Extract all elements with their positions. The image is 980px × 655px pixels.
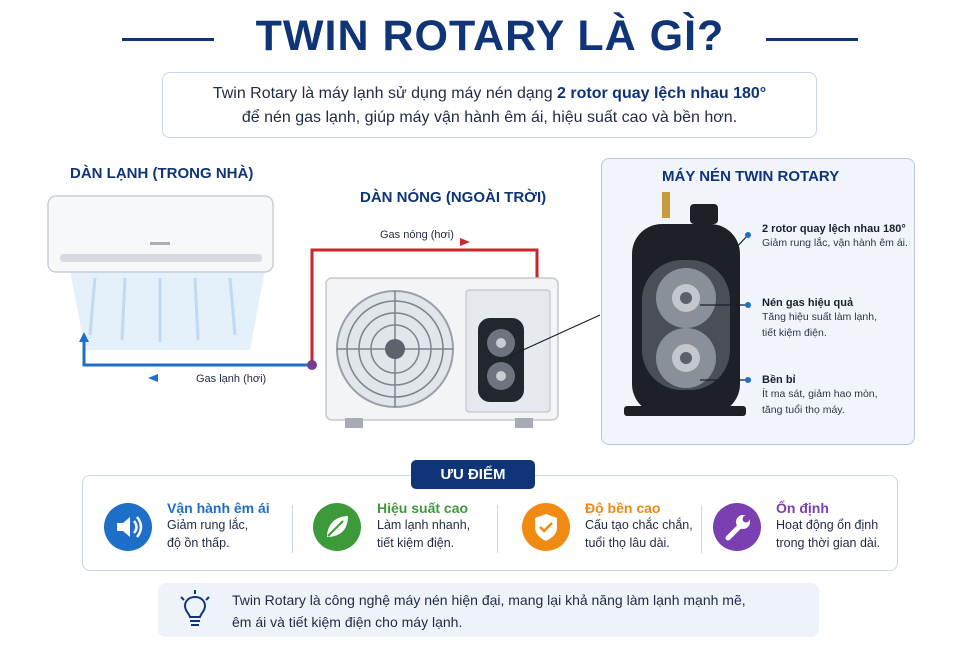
advantage-stability: Ổn định Hoạt động ổn định trong thời gia…: [776, 500, 881, 550]
system-diagram: [47, 195, 600, 428]
title-line-left: [122, 38, 214, 41]
callout-efficiency: Nén gas hiệu quả Tăng hiệu suất làm lạnh…: [762, 297, 877, 339]
advantage-durability: Độ bền cao Cấu tạo chắc chắn, tuổi thọ l…: [585, 500, 693, 550]
cold-air-flow: [70, 270, 265, 350]
summary-note: [158, 583, 819, 637]
lightbulb-icon: [178, 590, 212, 635]
divider-2: [497, 505, 498, 553]
advantage-efficiency: Hiệu suất cao Làm lạnh nhanh, tiết kiệm …: [377, 500, 471, 550]
advantage-quiet: Vận hành êm ái Giảm rung lắc, độ ồn thấp…: [167, 500, 270, 550]
compressor-illustration: [624, 192, 746, 416]
intro-box: Twin Rotary là máy lạnh sử dụng máy nén …: [162, 72, 817, 138]
leaf-icon: [313, 503, 361, 551]
indoor-unit: [47, 195, 274, 273]
callout-durable: Bền bỉ Ít ma sát, giảm hao mòn, tăng tuổ…: [762, 374, 878, 416]
shield-icon: [522, 503, 570, 551]
gas-hot-label: Gas nóng (hơi): [380, 229, 454, 241]
callout-leaders: [700, 232, 751, 383]
gas-cold-label: Gas lạnh (hơi): [196, 373, 267, 385]
intro-highlight: 2 rotor quay lệch nhau 180°: [557, 85, 767, 102]
compressor-title: MÁY NÉN TWIN ROTARY: [662, 168, 840, 185]
callout-rotor: 2 rotor quay lệch nhau 180° Giảm rung lắ…: [762, 223, 908, 249]
outdoor-label: DÀN NÓNG (NGOÀI TRỜI): [360, 189, 547, 206]
divider-1: [292, 505, 293, 553]
advantages-badge: ƯU ĐIỂM: [411, 460, 535, 489]
intro-line1: Twin Rotary là máy lạnh sử dụng máy nén …: [212, 85, 558, 102]
title-line-right: [766, 38, 858, 41]
outdoor-unit: [325, 277, 559, 428]
note-text: Twin Rotary là công nghệ máy nén hiện đạ…: [232, 592, 746, 630]
divider-3: [701, 505, 702, 553]
intro-line2: để nén gas lạnh, giúp máy vận hành êm ái…: [241, 109, 738, 126]
indoor-label: DÀN LẠNH (TRONG NHÀ): [70, 165, 254, 182]
wrench-icon: [713, 503, 761, 551]
speaker-icon: [104, 503, 152, 551]
page-title: TWIN ROTARY LÀ GÌ?: [255, 12, 725, 60]
